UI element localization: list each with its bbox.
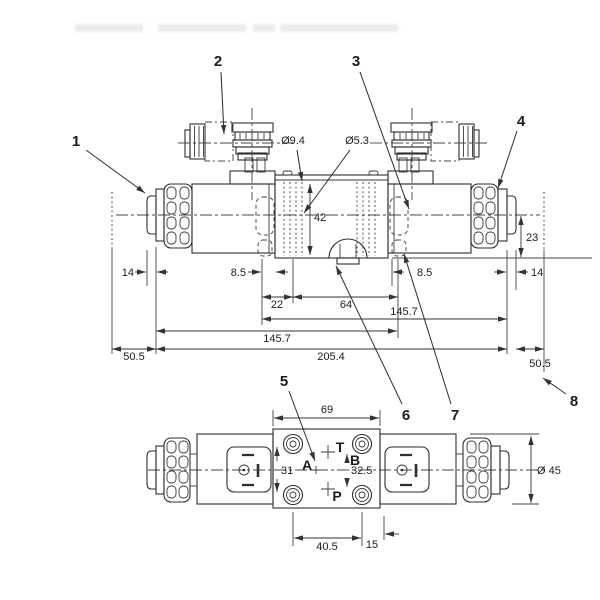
dim-edge-offset: 15 bbox=[366, 539, 378, 551]
dim-plate-width: 69 bbox=[321, 404, 333, 416]
dim-gap-right: 8.5 bbox=[417, 267, 432, 279]
bolt-hole bbox=[351, 484, 373, 506]
bolt-hole bbox=[282, 433, 304, 455]
left-connector-post bbox=[256, 157, 266, 173]
plan-right-tube bbox=[379, 433, 457, 505]
bolt-hole bbox=[282, 484, 304, 506]
connector-screw bbox=[396, 464, 408, 476]
dim-hole-offset: 22 bbox=[271, 299, 283, 311]
mounting-plate: A T B P bbox=[272, 428, 381, 509]
mounting-hole-right bbox=[356, 182, 376, 256]
bottom-arch bbox=[328, 238, 368, 259]
right-knob bbox=[470, 183, 517, 249]
mounting-hole-left bbox=[283, 182, 303, 256]
left-knob bbox=[146, 183, 193, 249]
right-din-connector bbox=[370, 108, 490, 200]
extension-lines bbox=[111, 192, 545, 372]
dim-gap-left: 8.5 bbox=[231, 267, 246, 279]
dim-axis-height: 23 bbox=[526, 232, 538, 244]
callout-6: 6 bbox=[402, 407, 410, 424]
plan-right-connector bbox=[384, 446, 430, 493]
dim-len-right: 145.7 bbox=[390, 306, 418, 318]
callout-4: 4 bbox=[517, 113, 526, 130]
plan-left-knob bbox=[146, 437, 198, 503]
port-p-label: P bbox=[332, 488, 341, 504]
port-a-label: A bbox=[302, 457, 312, 473]
bolt-hole bbox=[351, 433, 373, 455]
dim-total-length: 205.4 bbox=[317, 351, 345, 363]
dim-len-left: 145.7 bbox=[263, 333, 291, 345]
front-dimensions: 14 8.5 8.5 14 22 64 145.7 145.7 50.5 205… bbox=[112, 135, 551, 370]
right-coil-base bbox=[387, 170, 434, 185]
valve-body bbox=[255, 170, 409, 265]
cable-gland bbox=[189, 123, 206, 160]
dim-body-height: 42 bbox=[314, 212, 326, 224]
left-seal-hidden bbox=[257, 239, 273, 257]
port-t-label: T bbox=[336, 439, 345, 455]
dim-dia-hole: Ø5.3 bbox=[345, 135, 369, 147]
plan-right-knob bbox=[455, 437, 510, 503]
connector-body-phantom bbox=[204, 121, 234, 162]
callout-1: 1 bbox=[72, 133, 80, 150]
dim-hole-span: 64 bbox=[340, 299, 352, 311]
cable-gland-cap bbox=[473, 129, 480, 158]
dim-port-spacing-v: 32.5 bbox=[351, 465, 372, 477]
callout-7: 7 bbox=[451, 407, 459, 424]
connector-body-phantom bbox=[430, 121, 460, 162]
right-detent-hidden bbox=[389, 196, 409, 236]
right-connector-post bbox=[410, 157, 420, 173]
callout-2: 2 bbox=[214, 53, 222, 70]
dim-clearance-right: 50.5 bbox=[529, 358, 550, 370]
plan-left-connector bbox=[226, 446, 272, 493]
port-p-cross bbox=[321, 482, 335, 496]
callout-3: 3 bbox=[352, 53, 360, 70]
dim-cap-left: 14 bbox=[122, 267, 134, 279]
port-b-label: B bbox=[350, 452, 360, 468]
plan-view: A T B P 69 bbox=[146, 404, 561, 553]
callouts: 1 2 3 4 5 6 7 8 bbox=[72, 53, 578, 462]
dim-dia-counterbore: Ø9.4 bbox=[281, 135, 305, 147]
plan-left-tube bbox=[196, 433, 274, 505]
callout-5: 5 bbox=[280, 373, 288, 390]
dim-clearance-left: 50.5 bbox=[123, 351, 144, 363]
port-t-cross bbox=[321, 445, 335, 459]
right-connector-post bbox=[398, 157, 408, 173]
cable-gland-cap bbox=[184, 129, 191, 158]
faded-header-text bbox=[75, 24, 398, 32]
cable-gland bbox=[458, 123, 475, 160]
left-connector-post bbox=[244, 157, 254, 173]
left-detent-hidden bbox=[255, 196, 275, 236]
plan-dimensions: 69 31 32.5 40.5 15 Ø 45 bbox=[272, 404, 561, 553]
bottom-plug bbox=[336, 257, 360, 265]
dim-cap-right: 14 bbox=[531, 267, 543, 279]
right-solenoid-tube bbox=[387, 183, 472, 254]
right-seal-hidden bbox=[391, 239, 407, 257]
dim-coil-dia: Ø 45 bbox=[537, 465, 561, 477]
dim-bolt-spacing-v: 31 bbox=[281, 465, 293, 477]
callout-8: 8 bbox=[570, 393, 578, 410]
left-coil-base bbox=[229, 170, 276, 185]
connector-screw bbox=[238, 464, 250, 476]
dim-bolt-spacing-h: 40.5 bbox=[316, 541, 337, 553]
front-view: 14 8.5 8.5 14 22 64 145.7 145.7 50.5 205… bbox=[111, 108, 592, 372]
left-din-connector bbox=[178, 108, 294, 200]
port-a-cross bbox=[312, 466, 320, 474]
left-solenoid-tube bbox=[191, 183, 276, 254]
